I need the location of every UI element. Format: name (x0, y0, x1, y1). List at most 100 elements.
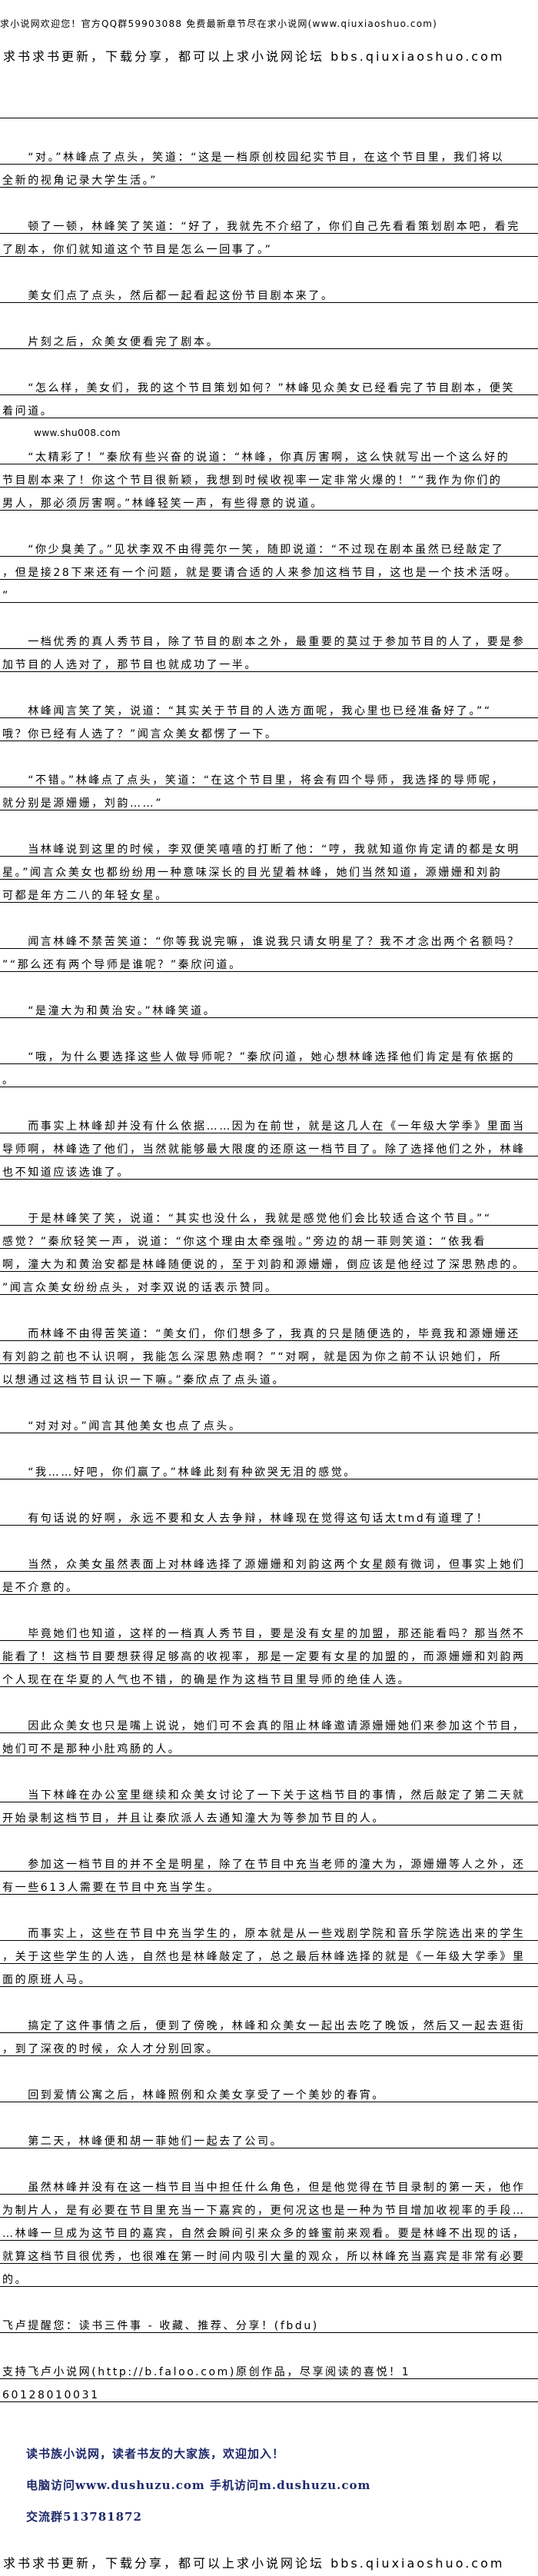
paragraph-gap (0, 903, 538, 926)
text-line: “怎么样，美女们，我的这个节目策划如何？”林峰见众美女已经看完了节目剧本，便笑 (0, 372, 538, 395)
text-line: 飞卢提醒您：读书三件事 - 收藏、推荐、分享！(fbdu) (0, 2310, 538, 2333)
text-line: “不错。”林峰点了点头，笑道：“在这个节目里，将会有四个导师，我选择的导师呢， (0, 764, 538, 787)
text-line: 以想通过这档节目认识一下嘛。”秦欣点了点头道。 (0, 1364, 538, 1387)
text-line: …林峰一旦成为这节目的嘉宾，自然会瞬间引来众多的蜂蜜前来观看。要是林峰不出现的话… (0, 2218, 538, 2241)
text-line: 而林峰不由得苦笑道：“美女们，你们想多了，我真的只是随便选的，毕竟我和源姗姗还 (0, 1318, 538, 1341)
text-line: 林峰闻言笑了笑，说道：“其实关于节目的人选方面呢，我心里也已经准备好了。”“ (0, 695, 538, 718)
paragraph: 美女们点了点头，然后都一起看起这份节目剧本来了。 (0, 280, 538, 303)
text-line: ” (0, 580, 538, 603)
text-line: 一档优秀的真人秀节目，除了节目的剧本之外，最重要的莫过于参加节目的人了，要是参 (0, 626, 538, 649)
text-line: 感觉？”秦欣轻笑一声，说道：“你这个理由太牵强啦。”旁边的胡一菲则笑道：“依我看 (0, 1226, 538, 1249)
text-line: 有一些613人需要在节目中充当学生。 (0, 1872, 538, 1895)
text-line: 搞定了这件事情之后，便到了傍晚，林峰和众美女一起出去吃了晚饭，然后又一起去逛街 (0, 2010, 538, 2033)
text-line: 导师啊，林峰选了他们，当然就能够最大限度的还原这一档节目了。除了选择他们之外，林… (0, 1133, 538, 1157)
paragraph-gap (0, 1479, 538, 1503)
paragraph-gap (0, 118, 538, 141)
ad-line-welcome: 读书族小说网，读者书友的大家族，欢迎加入！ (26, 2447, 285, 2461)
paragraph-gap (0, 741, 538, 764)
paragraph: 当然，众美女虽然表面上对林峰选择了源姗姗和刘韵这两个女星颇有微词，但事实上她们是… (0, 1549, 538, 1595)
paragraph: 当林峰说到这里的时候，李双便笑嘻嘻的打断了他：“哼，我就知道你肯定请的都是女明星… (0, 834, 538, 903)
text-line: 参加这一档节目的并不全是明星，除了在节目中充当老师的潼大为，源姗姗等人之外，还 (0, 1849, 538, 1872)
paragraph: 顿了一顿，林峰笑了笑道：“好了，我就先不介绍了，你们自己先看看策划剧本吧，看完了… (0, 211, 538, 257)
paragraph-gap (0, 1987, 538, 2010)
paragraph-gap (0, 1087, 538, 1110)
text-line: 星。”闻言众美女也都纷纷用一种意味深长的目光望着林峰，她们当然知道，源姗姗和刘韵 (0, 857, 538, 880)
text-line: 就算这档节目很优秀，也很难在第一时间内吸引大量的观众，所以林峰充当嘉宾是非常有必… (0, 2241, 538, 2264)
text-line: ，到了深夜的时候，众人才分别回家。 (0, 2033, 538, 2056)
paragraph: 毕竟她们也知道，这样的一档真人秀节目，要是没有女星的加盟，那还能看吗？那当然不能… (0, 1618, 538, 1687)
paragraph-gap: www.shu008.com (0, 418, 538, 441)
text-line: “我……好吧，你们赢了。”林峰此刻有种欲哭无泪的感觉。 (0, 1456, 538, 1479)
paragraph-gap (0, 810, 538, 834)
paragraph-gap (0, 1295, 538, 1318)
paragraph: “哦，为什么要选择这些人做导师呢？”秦欣问道，她心想林峰选择他们肯定是有依据的。 (0, 1041, 538, 1087)
paragraph: 而事实上，这些在节目中充当学生的，原本就是从一些戏剧学院和音乐学院选出来的学生，… (0, 1918, 538, 1987)
text-line: 而事实上林峰却并没有什么依据……因为在前世，就是这几人在《一年级大学季》里面当 (0, 1110, 538, 1133)
text-line: ，但是接28下来还有一个问题，就是要请合适的人来参加这档节目，这也是一个技术活呀… (0, 557, 538, 580)
paragraph-gap (0, 672, 538, 695)
text-line: “你少臭美了。”见状李双不由得莞尔一笑，随即说道：“不过现在剧本虽然已经敲定了 (0, 534, 538, 557)
chapter-content: “对。”林峰点了点头，笑道：“这是一档原创校园纪实节目，在这个节目里，我们将以全… (0, 118, 538, 2402)
paragraph: 而林峰不由得苦笑道：“美女们，你们想多了，我真的只是随便选的，毕竟我和源姗姗还有… (0, 1318, 538, 1387)
text-line: 毕竟她们也知道，这样的一档真人秀节目，要是没有女星的加盟，那还能看吗？那当然不 (0, 1618, 538, 1641)
forum-promo-header: 求书求书更新，下载分享，都可以上求小说网论坛 bbs.qiuxiaoshuo.c… (3, 49, 505, 64)
paragraph: “你少臭美了。”见状李双不由得莞尔一笑，随即说道：“不过现在剧本虽然已经敲定了，… (0, 534, 538, 603)
paragraph-gap (0, 1387, 538, 1410)
text-line: ，关于这些学生的人选，自然也是林峰敲定了，总之最后林峰选择的就是《一年级大学季》… (0, 1941, 538, 1964)
text-line: 闻言林峰不禁苦笑道：“你等我说完嘛，谁说我只请女明星了？我不才念出两个名额吗？ (0, 926, 538, 949)
text-line: 她们可不是那种小肚鸡肠的人。 (0, 1733, 538, 1756)
paragraph-gap (0, 2056, 538, 2079)
text-line: 60128010031 (0, 2379, 538, 2402)
paragraph: “对。”林峰点了点头，笑道：“这是一档原创校园纪实节目，在这个节目里，我们将以全… (0, 141, 538, 188)
text-line: 啊，潼大为和黄治安都是林峰随便说的，至于刘韵和源姗姗，倒应该是他经过了深思熟虑的… (0, 1249, 538, 1272)
text-line: 有刘韵之前也不认识啊，我能怎么深思熟虑啊？”“对啊，就是因为你之前不认识她们，所 (0, 1341, 538, 1364)
text-line: 能看了！这档节目要想获得足够高的收视率，那是一定要有女星的加盟的，而源姗姗和刘韵… (0, 1641, 538, 1664)
watermark-url: www.shu008.com (34, 428, 121, 438)
paragraph: 第二天，林峰便和胡一菲她们一起去了公司。 (0, 2125, 538, 2148)
text-line: 面的原班人马。 (0, 1964, 538, 1987)
text-line: “太精彩了！”秦欣有些兴奋的说道：“林峰，你真厉害啊，这么快就写出一个这么好的 (0, 441, 538, 464)
text-line: 有句话说的好啊，永远不要和女人去争辩，林峰现在觉得这句话太tmd有道理了！ (0, 1503, 538, 1526)
paragraph-gap (0, 603, 538, 626)
paragraph: 林峰闻言笑了笑，说道：“其实关于节目的人选方面呢，我心里也已经准备好了。”“哦？… (0, 695, 538, 741)
text-line: 哦？你已经有人选了？”闻言众美女都愣了一下。 (0, 718, 538, 741)
text-line: 加节目的人选对了，那节目也就成功了一半。 (0, 649, 538, 672)
text-line: 美女们点了点头，然后都一起看起这份节目剧本来了。 (0, 280, 538, 303)
text-line: 开始录制这档节目，并且让秦欣派人去通知潼大为等参加节目的人。 (0, 1802, 538, 1825)
text-line: 着问道。 (0, 395, 538, 418)
paragraph: 于是林峰笑了笑，说道：“其实也没什么，我就是感觉他们会比较适合这个节目。”“感觉… (0, 1203, 538, 1295)
paragraph: 搞定了这件事情之后，便到了傍晚，林峰和众美女一起出去吃了晚饭，然后又一起去逛街，… (0, 2010, 538, 2056)
paragraph-gap (0, 2287, 538, 2310)
ad-line-group: 交流群513781872 (26, 2510, 142, 2524)
text-line: 男人，那必须厉害啊。”林峰轻笑一声，有些得意的说道。 (0, 488, 538, 511)
paragraph-gap (0, 1595, 538, 1618)
paragraph: “是潼大为和黄治安。”林峰笑道。 (0, 995, 538, 1018)
paragraph-gap (0, 1018, 538, 1041)
paragraph-gap (0, 349, 538, 372)
paragraph-gap (0, 257, 538, 280)
paragraph-gap (0, 1756, 538, 1779)
text-line: 了剧本，你们就知道这个节目是怎么一回事了。” (0, 234, 538, 257)
paragraph: 有句话说的好啊，永远不要和女人去争辩，林峰现在觉得这句话太tmd有道理了！ (0, 1503, 538, 1526)
text-line: 可都是年方二八的年轻女星。 (0, 880, 538, 903)
text-line: 回到爱情公寓之后，林峰照例和众美女享受了一个美妙的春宵。 (0, 2079, 538, 2102)
text-line: “是潼大为和黄治安。”林峰笑道。 (0, 995, 538, 1018)
paragraph: 一档优秀的真人秀节目，除了节目的剧本之外，最重要的莫过于参加节目的人了，要是参加… (0, 626, 538, 672)
text-line: 就分别是源姗姗，刘韵……” (0, 787, 538, 810)
paragraph: 支持飞卢小说网(http://b.faloo.com)原创作品，尽享阅读的喜悦！… (0, 2356, 538, 2402)
paragraph-gap (0, 1687, 538, 1710)
paragraph: 虽然林峰并没有在这一档节目当中担任什么角色，但是他觉得在节目录制的第一天，他作为… (0, 2172, 538, 2287)
text-line: ”闻言众美女纷纷点头，对李双说的话表示赞同。 (0, 1272, 538, 1295)
paragraph-gap (0, 511, 538, 534)
text-line: 是不介意的。 (0, 1572, 538, 1595)
site-ad-block: 读书族小说网，读者书友的大家族，欢迎加入！ 电脑访问www.dushuzu.co… (26, 2445, 370, 2540)
forum-promo-footer: 求书求书更新，下载分享，都可以上求小说网论坛 bbs.qiuxiaoshuo.c… (3, 2556, 505, 2571)
paragraph: 参加这一档节目的并不全是明星，除了在节目中充当老师的潼大为，源姗姗等人之外，还有… (0, 1849, 538, 1895)
text-line: 支持飞卢小说网(http://b.faloo.com)原创作品，尽享阅读的喜悦！… (0, 2356, 538, 2379)
site-welcome-banner: 求小说网欢迎您！官方QQ群59903088 免费最新章节尽在求小说网(www.q… (0, 18, 438, 29)
text-line: 因此众美女也只是嘴上说说，她们可不会真的阻止林峰邀请源姗姗她们来参加这个节目， (0, 1710, 538, 1733)
text-line: “对对对。”闻言其他美女也点了点头。 (0, 1410, 538, 1433)
ad-line-urls: 电脑访问www.dushuzu.com 手机访问m.dushuzu.com (26, 2478, 371, 2492)
text-line: 当林峰说到这里的时候，李双便笑嘻嘻的打断了他：“哼，我就知道你肯定请的都是女明 (0, 834, 538, 857)
paragraph: “我……好吧，你们赢了。”林峰此刻有种欲哭无泪的感觉。 (0, 1456, 538, 1479)
